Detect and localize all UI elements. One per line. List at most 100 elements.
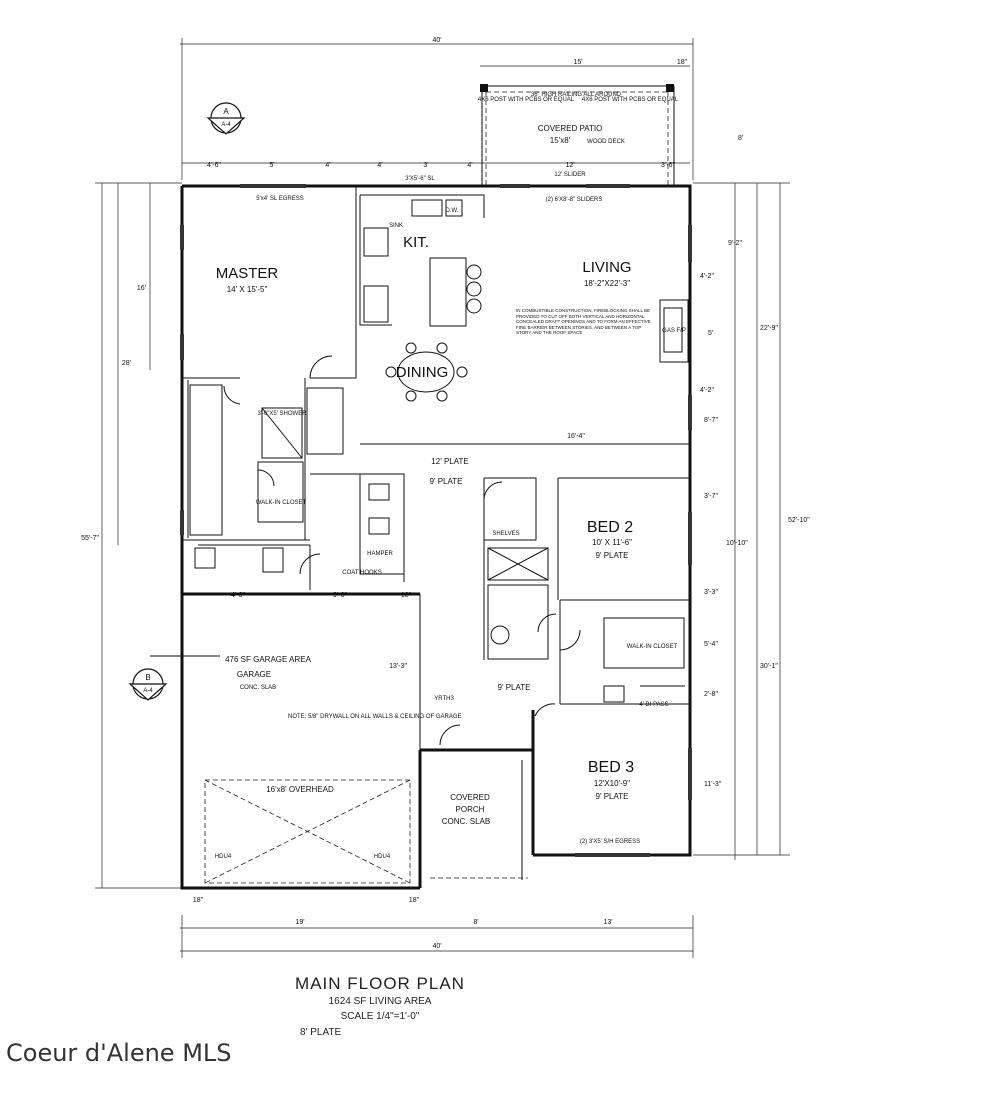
dim-bottom-left: 18" bbox=[193, 897, 204, 904]
slider-note: 12' SLIDER bbox=[554, 172, 586, 178]
overhead-door-note: 16'x8' OVERHEAD bbox=[266, 785, 334, 794]
room-bed2-size: 10' X 11'-6" bbox=[592, 538, 632, 547]
room-labels: MASTER 14' X 15'-5" KIT. LIVING 18'-2"X2… bbox=[216, 124, 678, 826]
room-kitchen-name: KIT. bbox=[403, 234, 429, 251]
room-master-size: 14' X 15'-5" bbox=[227, 285, 268, 294]
walkin-bed3-label: WALK-IN CLOSET bbox=[627, 644, 678, 650]
dim-garage-96: 9'-6" bbox=[333, 592, 347, 599]
room-living-size: 18'-2"X22'-3" bbox=[584, 279, 630, 288]
hdu-left: HDU4 bbox=[215, 854, 232, 860]
patio-name: COVERED PATIO bbox=[538, 124, 603, 133]
garage-slab: CONC. SLAB bbox=[240, 685, 276, 691]
post-left-note: 4X6 POST WITH PCBS OR EQUAL bbox=[478, 97, 575, 103]
plate-9-hall: 9' PLATE bbox=[430, 477, 463, 486]
egress-bed3: (2) 3'X5' S/H EGRESS bbox=[580, 839, 640, 845]
dim-left-13: 13'-3" bbox=[389, 663, 407, 670]
plan-scale: SCALE 1/4"=1'-0" bbox=[340, 1011, 420, 1022]
dw-label: D.W. bbox=[446, 208, 459, 214]
hdu-right: HDU4 bbox=[374, 854, 391, 860]
patio-size: 15'x8' bbox=[550, 136, 571, 145]
dim-top-patio: 15' bbox=[573, 59, 582, 66]
garage-area: 476 SF GARAGE AREA bbox=[225, 655, 311, 664]
dim-left-28: 28' bbox=[122, 360, 131, 367]
dim-top-seg: 5' bbox=[269, 162, 274, 169]
dim-right-seg: 8'-7" bbox=[704, 417, 718, 424]
fireplace-note: IN COMBUSTIBLE CONSTRUCTION, FIREBLOCKIN… bbox=[516, 308, 651, 335]
dim-right-seg: 8' bbox=[738, 135, 743, 142]
post-right-note: 4X6 POST WITH PCBS OR EQUAL bbox=[582, 97, 679, 103]
room-bed2-name: BED 2 bbox=[587, 519, 633, 536]
dim-right-seg: 2'-8" bbox=[704, 691, 718, 698]
room-bed3-plate: 9' PLATE bbox=[596, 792, 629, 801]
dim-bottom-seg: 13' bbox=[603, 919, 612, 926]
plan-plate: 8' PLATE bbox=[300, 1027, 342, 1038]
section-marker-b-letter: B bbox=[145, 673, 150, 682]
dim-right-seg: 11'-3" bbox=[704, 781, 722, 788]
gas-fireplace-label: GAS F/P bbox=[662, 328, 686, 334]
dim-top-seg: 4' bbox=[377, 162, 382, 169]
dim-top-seg: 4' bbox=[325, 162, 330, 169]
dim-right-seg: 5'-4" bbox=[704, 641, 718, 648]
plate-9-center: 9' PLATE bbox=[498, 683, 531, 692]
dim-right-seg: 3'-3" bbox=[704, 589, 718, 596]
sl-note: 3'X5'-6" SL bbox=[405, 176, 435, 182]
bipass-label: 4' BI-PASS bbox=[639, 702, 668, 708]
notes: 12' PLATE 9' PLATE 9' PLATE 16'x8' OVERH… bbox=[215, 92, 686, 860]
dim-top-seg: 3' bbox=[423, 162, 428, 169]
section-marker-b: B A-4 bbox=[128, 655, 220, 701]
porch-line2: PORCH bbox=[456, 805, 485, 814]
dim-top-overall: 40' bbox=[432, 37, 441, 44]
dim-bottom-mid: 18" bbox=[409, 897, 420, 904]
dim-bottom-overall: 40' bbox=[432, 943, 441, 950]
drywall-note: NOTE: 5/8" DRYWALL ON ALL WALLS & CEILIN… bbox=[288, 714, 462, 720]
door-swings bbox=[223, 355, 581, 746]
dim-left-overall: 55'-7" bbox=[81, 535, 99, 542]
dim-garage-46: 4'-6" bbox=[231, 592, 245, 599]
shelves-label: SHELVES bbox=[492, 531, 519, 537]
section-marker-a-letter: A bbox=[223, 107, 229, 116]
dim-hall-18: 18" bbox=[401, 592, 412, 599]
dim-right-2279: 22'-9" bbox=[760, 325, 778, 332]
egress-master: 5'x4' SL EGRESS bbox=[256, 196, 303, 202]
section-marker-a: A A-4 bbox=[206, 102, 246, 135]
dim-right-seg: 10'-10" bbox=[726, 540, 748, 547]
dim-top-seg: 4'-6" bbox=[207, 162, 221, 169]
plate-12: 12' PLATE bbox=[431, 457, 468, 466]
railing-note: 36" HIGH RAILING ALL AROUND bbox=[531, 92, 622, 98]
porch-line3: CONC. SLAB bbox=[442, 817, 490, 826]
sliders-note: (2) 6'X8'-8" SLIDERS bbox=[546, 197, 603, 203]
walkin-master-label: WALK-IN CLOSET bbox=[256, 500, 307, 506]
room-bed2-plate: 9' PLATE bbox=[596, 551, 629, 560]
room-master-name: MASTER bbox=[216, 265, 279, 282]
dim-left-16: 16' bbox=[137, 285, 146, 292]
plan-living-area: 1624 SF LIVING AREA bbox=[328, 996, 432, 1007]
hamper-label: HAMPER bbox=[367, 551, 393, 557]
yrth-label: YRTH3 bbox=[434, 696, 454, 702]
dim-right-seg: 5' bbox=[708, 330, 713, 337]
dim-right-seg: 4'-2" bbox=[700, 387, 714, 394]
windows bbox=[180, 184, 692, 857]
dim-top-seg: 12' bbox=[565, 162, 574, 169]
dim-living-width: 16'-4" bbox=[567, 433, 585, 440]
porch-line1: COVERED bbox=[450, 793, 490, 802]
dim-bottom-seg: 8' bbox=[473, 919, 478, 926]
garage-name: GARAGE bbox=[237, 670, 271, 679]
dim-right-seg: 4'-2" bbox=[700, 273, 714, 280]
section-marker-a-sheet: A-4 bbox=[221, 122, 231, 128]
dim-right-overall: 52'-10" bbox=[788, 517, 810, 524]
coat-hooks-note: COAT HOOKS bbox=[342, 570, 381, 576]
dim-right-seg: 3'-7" bbox=[704, 493, 718, 500]
sink-label: SINK bbox=[389, 223, 403, 229]
dim-top-patio-right: 18" bbox=[677, 59, 688, 66]
shower-label: 3'-6"X5' SHOWER bbox=[257, 411, 307, 417]
mls-watermark: Coeur d'Alene MLS bbox=[6, 1039, 232, 1067]
dim-bottom-seg: 19' bbox=[295, 919, 304, 926]
dimension-labels: 40' 15' 18" 4'-6" 5' 4' 4' 3' 4' 12' 3'-… bbox=[81, 37, 810, 950]
room-living-name: LIVING bbox=[582, 259, 631, 276]
dim-right-seg: 9'-2" bbox=[728, 240, 742, 247]
plan-title: MAIN FLOOR PLAN bbox=[295, 974, 465, 993]
interior-walls bbox=[182, 186, 690, 884]
room-bed3-name: BED 3 bbox=[588, 759, 634, 776]
room-dining-name: DINING bbox=[396, 364, 449, 381]
